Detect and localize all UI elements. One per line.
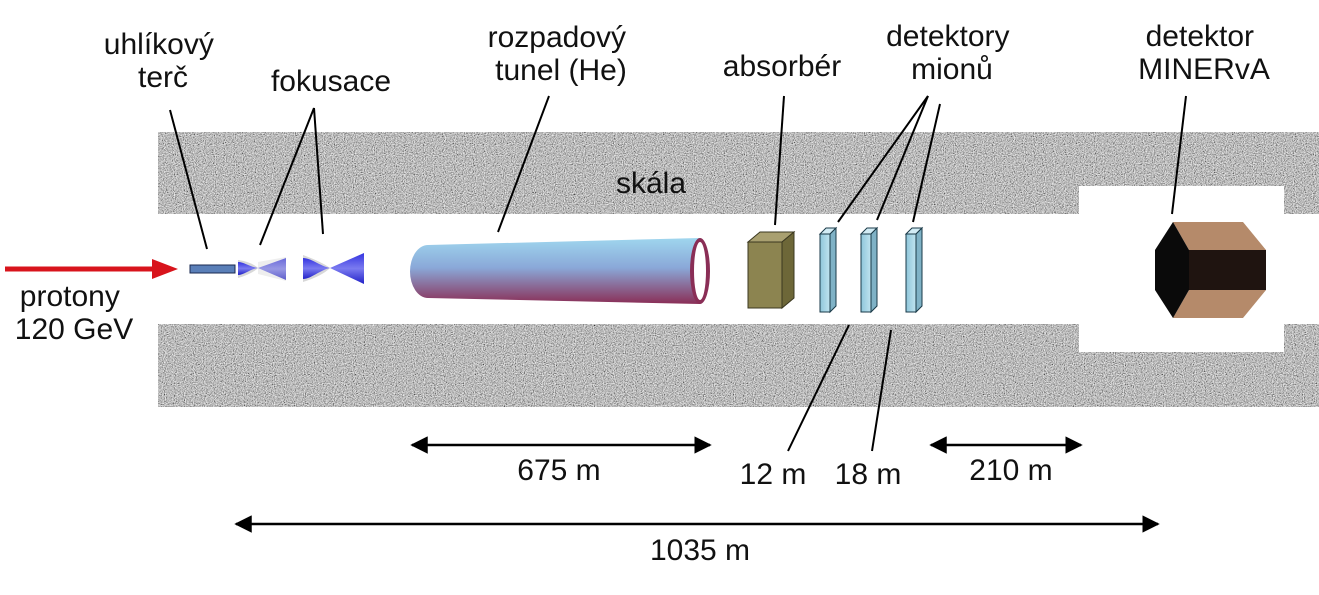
- dimension-arrows: [234, 436, 1160, 533]
- label-minerva: detektor MINERvA: [1138, 20, 1270, 86]
- decay-tunnel: [410, 238, 710, 304]
- dim-label-210: 210 m: [969, 454, 1052, 487]
- carbon-target: [189, 264, 236, 274]
- focusing-horn-2: [303, 253, 364, 284]
- label-rock: skála: [616, 167, 686, 200]
- focusing-horn-1: [238, 257, 286, 281]
- label-absorber: absorbér: [723, 50, 841, 83]
- muon-detector-2: [859, 226, 879, 314]
- muon-detector-3: [904, 226, 924, 314]
- leader-lines: [169, 95, 1187, 452]
- muon-detector-1: [818, 226, 838, 314]
- absorber-block: [746, 230, 796, 310]
- proton-beam-arrow: [5, 259, 178, 279]
- minerva-detector: [1155, 222, 1266, 318]
- label-muon-detectors: detektory mionů: [886, 20, 1018, 86]
- rock-band: [158, 132, 1319, 407]
- label-focusing: fokusace: [271, 65, 391, 98]
- dim-label-12: 12 m: [740, 458, 807, 491]
- dim-label-tunnel: 675 m: [517, 454, 600, 487]
- dim-label-total: 1035 m: [650, 534, 750, 567]
- label-decay-tunnel: rozpadový tunel (He): [488, 21, 635, 87]
- dim-label-18: 18 m: [835, 458, 902, 491]
- label-protons: protony 120 GeV: [15, 280, 133, 346]
- label-target: uhlíkový terč: [104, 28, 222, 94]
